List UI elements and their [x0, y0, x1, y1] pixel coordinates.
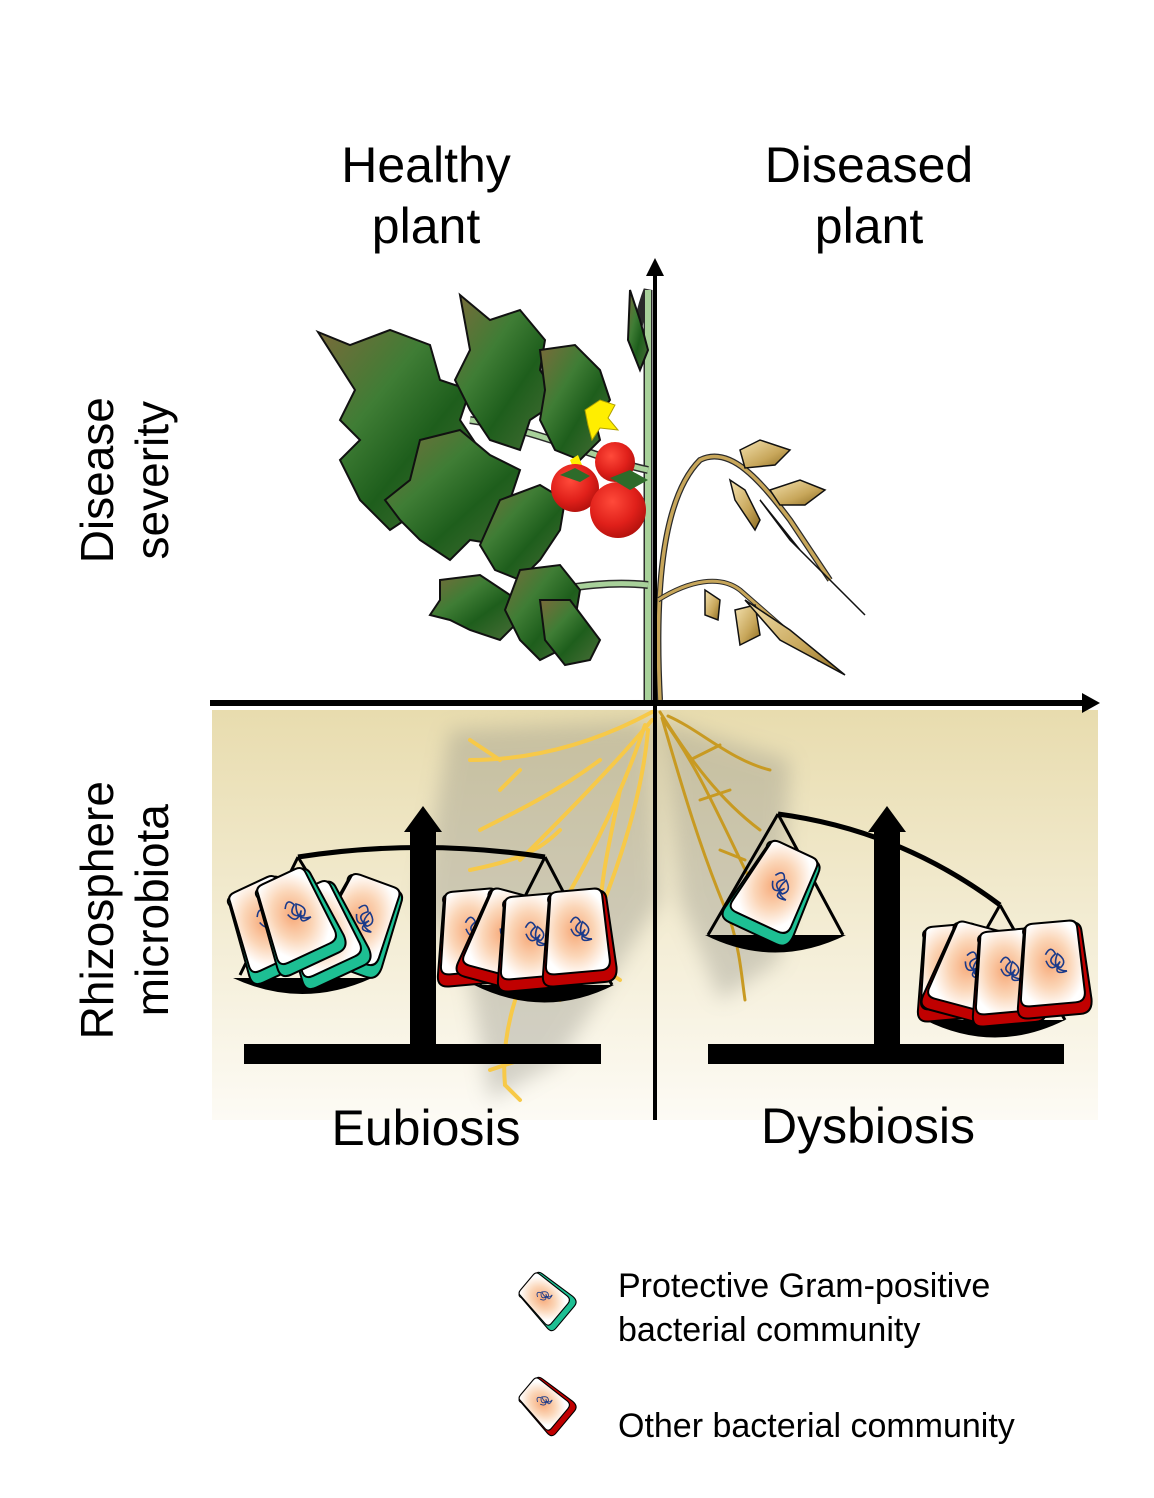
diseased-plant-title-text: Diseased plant	[764, 137, 974, 254]
other-bacterium-icon	[512, 1372, 580, 1439]
scale-pillar-arrow	[404, 806, 442, 832]
scale-base	[244, 1044, 601, 1064]
healthy-plant-title: Healthy plant	[276, 135, 576, 257]
legend-label-protective: Protective Gram-positive bacterial commu…	[618, 1267, 991, 1350]
legend-item-protective: Protective Gram-positive bacterial commu…	[618, 1264, 1138, 1352]
scale-pillar-arrow	[868, 806, 906, 832]
left-pan	[233, 978, 372, 994]
healthy-plant	[315, 288, 653, 700]
vertical-axis-arrowhead	[646, 258, 664, 276]
dysbiosis-scale	[705, 806, 1094, 1064]
legend-item-other: Other bacterial community	[618, 1404, 1138, 1448]
tomato	[590, 482, 646, 538]
eubiosis-scale	[213, 806, 619, 1064]
other-bacterium	[1009, 918, 1094, 1021]
healthy-plant-title-text: Healthy plant	[341, 137, 511, 254]
disease-severity-text: Disease severity	[70, 397, 178, 564]
right-pan	[925, 1020, 1065, 1038]
eubiosis-label: Eubiosis	[331, 1100, 521, 1156]
disease-severity-label: Disease severity	[70, 270, 180, 690]
rhizosphere-microbiota-label: Rhizosphere microbiota	[70, 700, 180, 1120]
diseased-plant-title: Diseased plant	[719, 135, 1019, 257]
scale-pillar	[410, 830, 436, 1050]
axes	[210, 258, 1100, 1120]
scale-base	[708, 1044, 1064, 1064]
legend-label-other: Other bacterial community	[618, 1407, 1015, 1445]
horizontal-axis-arrowhead	[1082, 693, 1100, 713]
dysbiosis-label: Dysbiosis	[761, 1098, 975, 1154]
rhizosphere-microbiota-text: Rhizosphere microbiota	[70, 781, 178, 1040]
other-bacterium	[534, 886, 619, 989]
scale-beam	[777, 811, 1002, 908]
diseased-plant	[655, 439, 866, 701]
scale-pillar	[874, 830, 900, 1050]
diseased-roots	[658, 710, 772, 1002]
gram-positive-bacterium-icon	[512, 1267, 580, 1334]
scale-beam	[297, 845, 546, 860]
